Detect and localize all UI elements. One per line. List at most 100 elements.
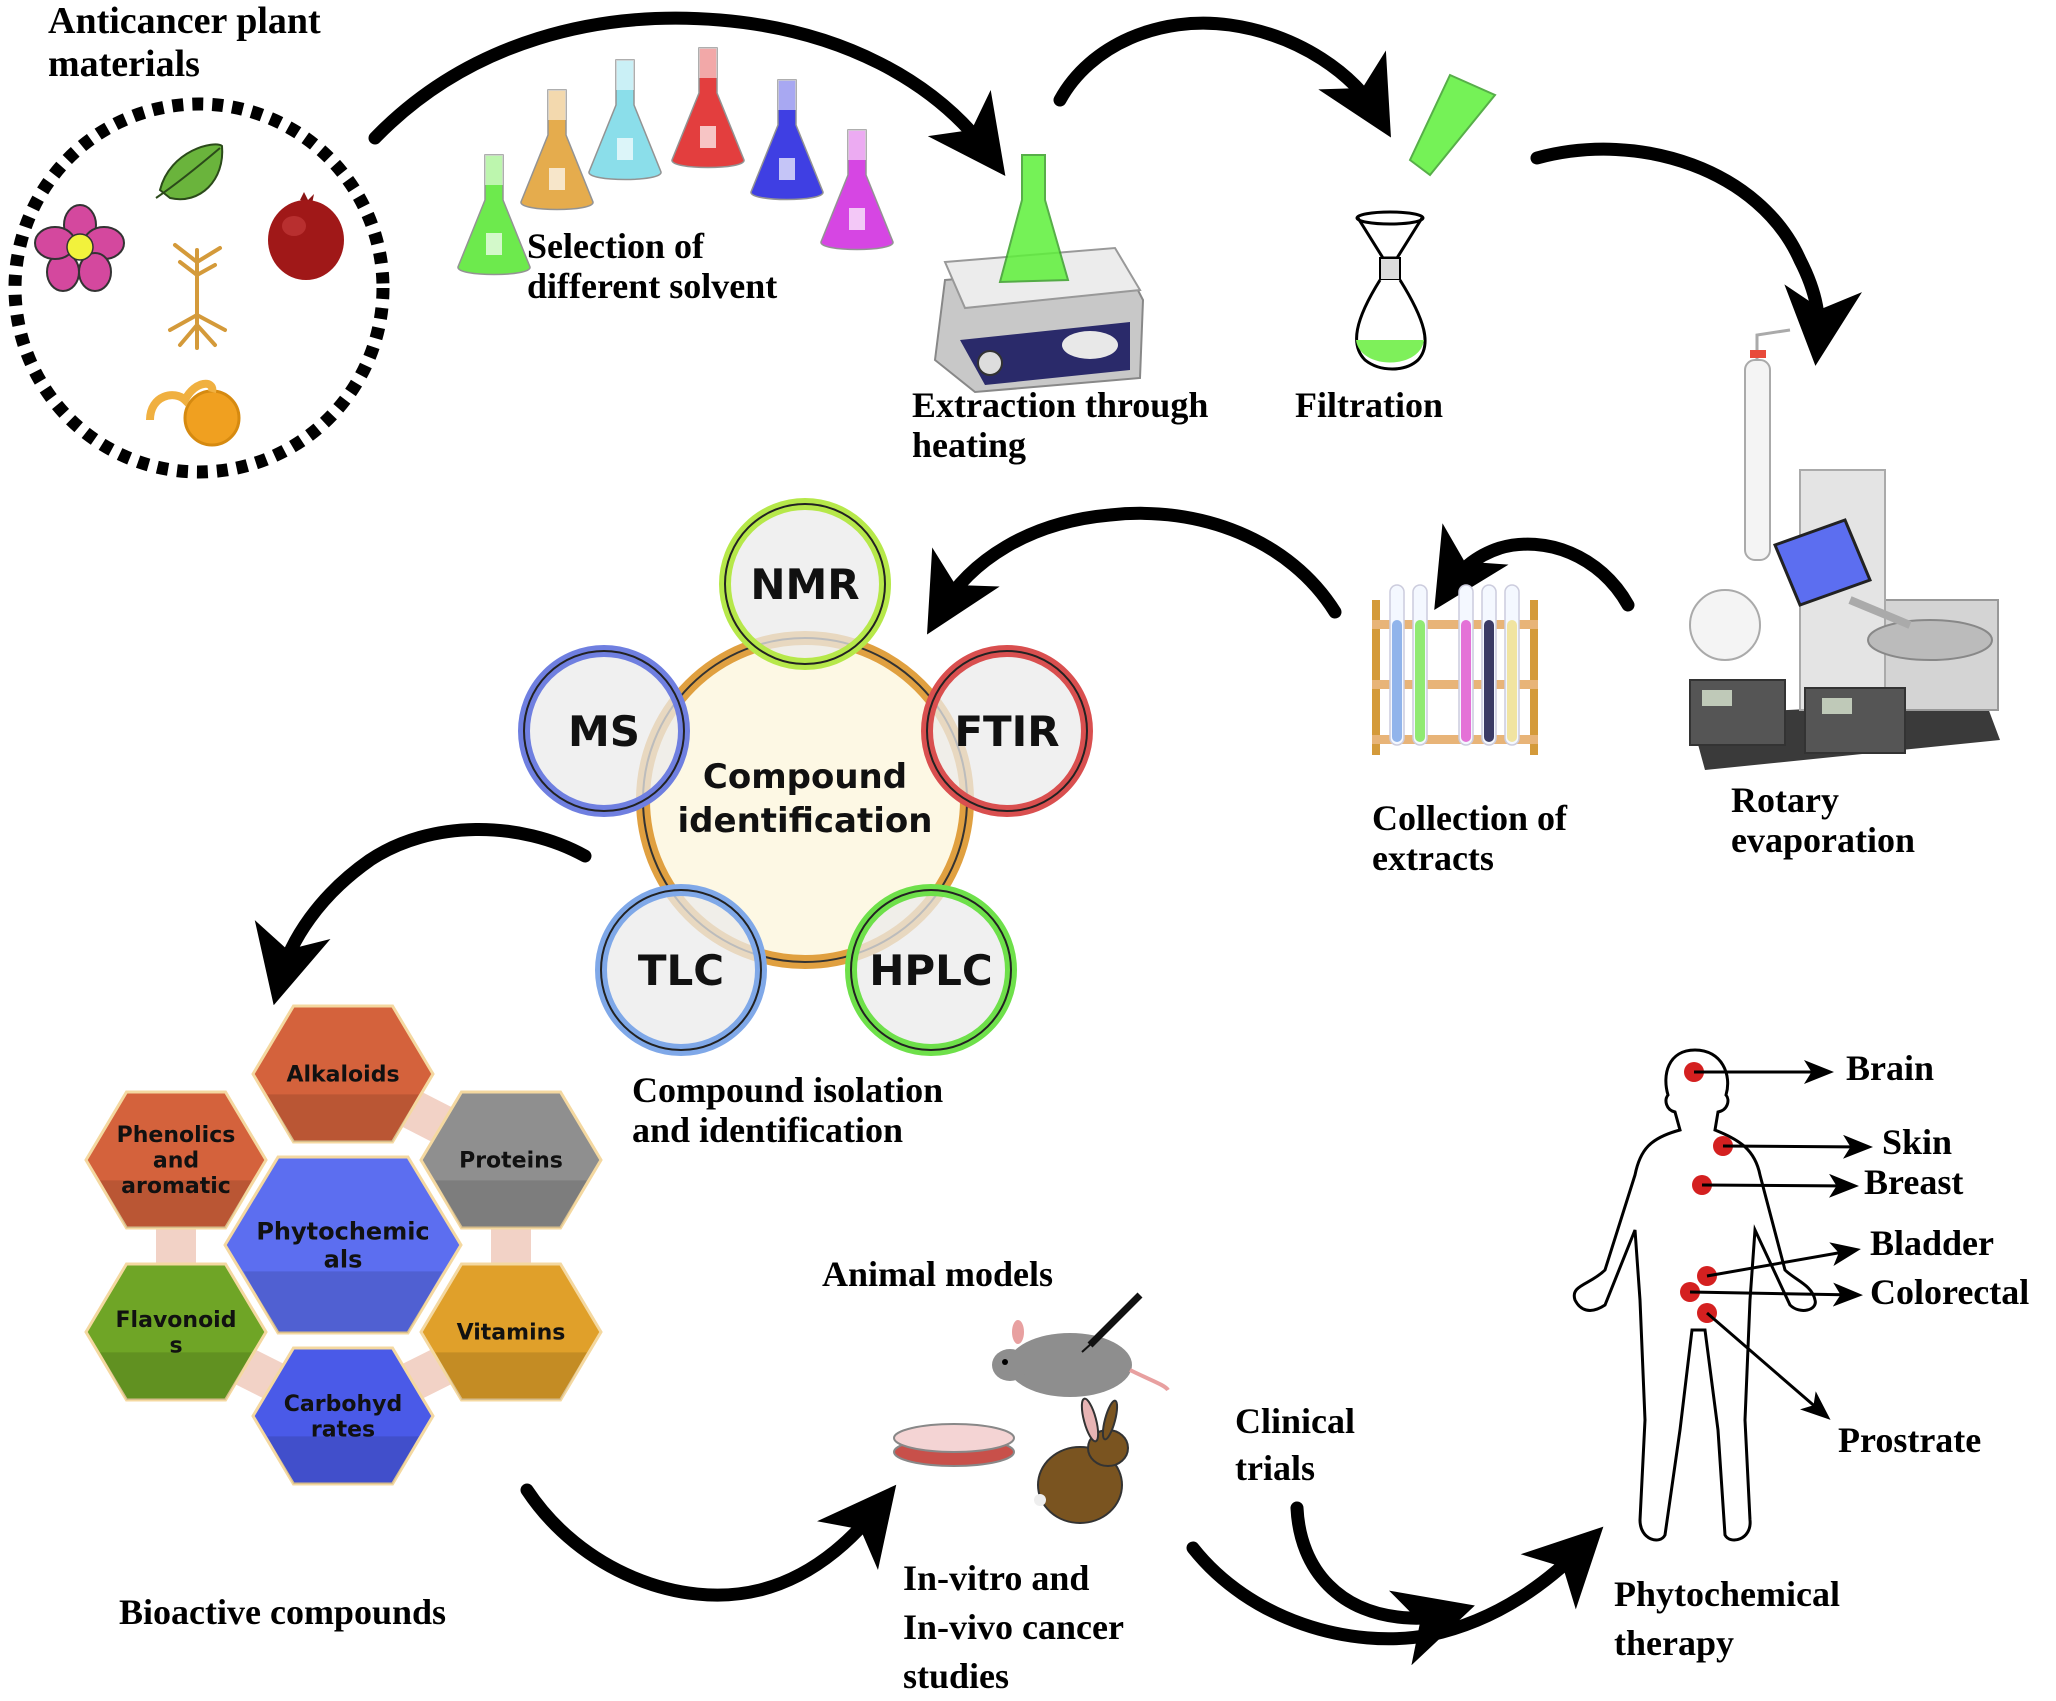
label-line: Animal models — [822, 1254, 1054, 1294]
rabbit-icon — [1034, 1397, 1129, 1524]
orange-peel-icon — [146, 379, 241, 447]
label-extraction: Extraction through heating — [912, 385, 1208, 466]
filtration-flask-icon — [1355, 73, 1497, 371]
label-line: Collection of — [1372, 798, 1567, 838]
hexagon-label: and — [153, 1149, 199, 1174]
label-line: In-vivo cancer — [903, 1606, 1124, 1647]
label-rotary-evaporation: Rotary evaporation — [1731, 780, 1915, 861]
arrow-filtration-to-rotary — [1530, 142, 1862, 366]
technique-label: MS — [568, 707, 640, 756]
technique-tlc: TLC — [595, 884, 767, 1056]
label-line: Phytochemical — [1614, 1574, 1840, 1614]
hexagon-label: Carbohyd — [284, 1392, 402, 1417]
label-line: Extraction through — [912, 385, 1209, 425]
hexagon-label: Proteins — [459, 1149, 563, 1174]
compound-hex-alkaloids: Alkaloids — [251, 1004, 435, 1144]
flask-green-icon — [457, 154, 531, 276]
human-body-outline — [1572, 1048, 1817, 1542]
flask-cyan-icon — [588, 59, 662, 181]
label-phytochemical-therapy: Phytochemical therapy — [1614, 1570, 1840, 1668]
site-label-brain: Brain — [1846, 1048, 1935, 1088]
site-prostrate — [1697, 1303, 1831, 1420]
site-label-breast: Breast — [1864, 1162, 1964, 1202]
animal-models-icons — [893, 1292, 1170, 1524]
site-arrow — [1706, 1242, 1861, 1278]
arrow-compounds-to-invitro — [520, 1483, 897, 1602]
leaf-icon — [155, 143, 224, 201]
arrow-collection-to-identification — [926, 506, 1342, 635]
cancer-sites — [1680, 1060, 1873, 1420]
technique-label: NMR — [750, 560, 859, 609]
flask-blue-icon — [750, 79, 824, 201]
label-plant-materials: Anticancer plant materials — [48, 0, 321, 85]
site-breast — [1692, 1173, 1859, 1198]
label-line: materials — [48, 42, 200, 85]
compound-hex-vitamins: Vitamins — [419, 1262, 603, 1402]
technique-ms: MS — [518, 645, 690, 817]
site-label-prostrate: Prostrate — [1838, 1420, 1982, 1460]
label-line: Anticancer plant — [48, 0, 321, 42]
arrow-invitro-to-therapy — [1186, 1526, 1604, 1646]
hexagon-label: Flavonoid — [116, 1308, 237, 1333]
site-arrow — [1701, 1173, 1859, 1198]
arrow-materials-to-extraction — [368, 11, 1006, 176]
arrow-identification-to-compounds — [254, 823, 592, 1006]
test-tube-rack-icon — [1372, 584, 1538, 755]
label-filtration: Filtration — [1295, 385, 1443, 425]
hexagon-label: Phytochemic — [256, 1217, 429, 1245]
flask-orange-icon — [520, 89, 594, 211]
label-line: heating — [912, 425, 1027, 466]
arrow-clinical-trials — [1290, 1501, 1475, 1666]
label-bioactive-compounds: Bioactive compounds — [119, 1592, 446, 1632]
hexagon-label: Phenolics — [117, 1123, 236, 1148]
site-colorectal — [1680, 1282, 1863, 1307]
label-invitro-invivo: In-vitro and In-vivo cancer studies — [903, 1554, 1124, 1701]
solvent-flasks — [457, 47, 894, 276]
site-label-bladder: Bladder — [1870, 1223, 1995, 1263]
hexagon-label: aromatic — [121, 1174, 231, 1199]
identification-center-label: identification — [678, 801, 933, 841]
label-line: therapy — [1614, 1622, 1734, 1663]
label-line: trials — [1235, 1447, 1315, 1488]
technique-label: FTIR — [954, 707, 1059, 756]
site-arrow — [1706, 1311, 1831, 1420]
label-line: different solvent — [527, 266, 778, 307]
site-label-colorectal: Colorectal — [1870, 1272, 2030, 1312]
syringe-icon — [1081, 1292, 1143, 1353]
plant-dashed-circle — [8, 97, 390, 479]
flower-icon — [34, 204, 125, 292]
technique-label: HPLC — [869, 946, 993, 995]
identification-center-label: Compound — [703, 757, 907, 797]
arrow-rotary-to-collection — [1434, 523, 1635, 612]
site-skin — [1713, 1134, 1873, 1159]
label-line: Filtration — [1295, 385, 1443, 425]
rotary-evaporator-icon — [1689, 328, 2000, 770]
label-line: Selection of — [527, 226, 704, 266]
arrow-extraction-to-filtration — [1053, 16, 1391, 138]
hotplate-icon — [933, 154, 1145, 394]
petri-dish-icon — [893, 1423, 1015, 1467]
technique-hplc: HPLC — [845, 884, 1017, 1056]
hexagon-label: Alkaloids — [286, 1063, 399, 1088]
pomegranate-icon — [268, 192, 344, 280]
label-line: extracts — [1372, 838, 1494, 879]
flow-arrows — [254, 11, 1862, 1666]
site-brain — [1684, 1060, 1834, 1084]
plant-materials-group — [8, 97, 390, 479]
test-tube-icon — [1458, 584, 1474, 746]
hexagon-label: als — [324, 1245, 363, 1273]
label-animal-models: Animal models — [822, 1254, 1053, 1294]
site-arrow — [1689, 1282, 1863, 1307]
site-arrow — [1722, 1134, 1873, 1159]
root-icon — [168, 243, 227, 350]
pouring-flask-icon — [1408, 73, 1497, 177]
technique-ftir: FTIR — [921, 645, 1093, 817]
